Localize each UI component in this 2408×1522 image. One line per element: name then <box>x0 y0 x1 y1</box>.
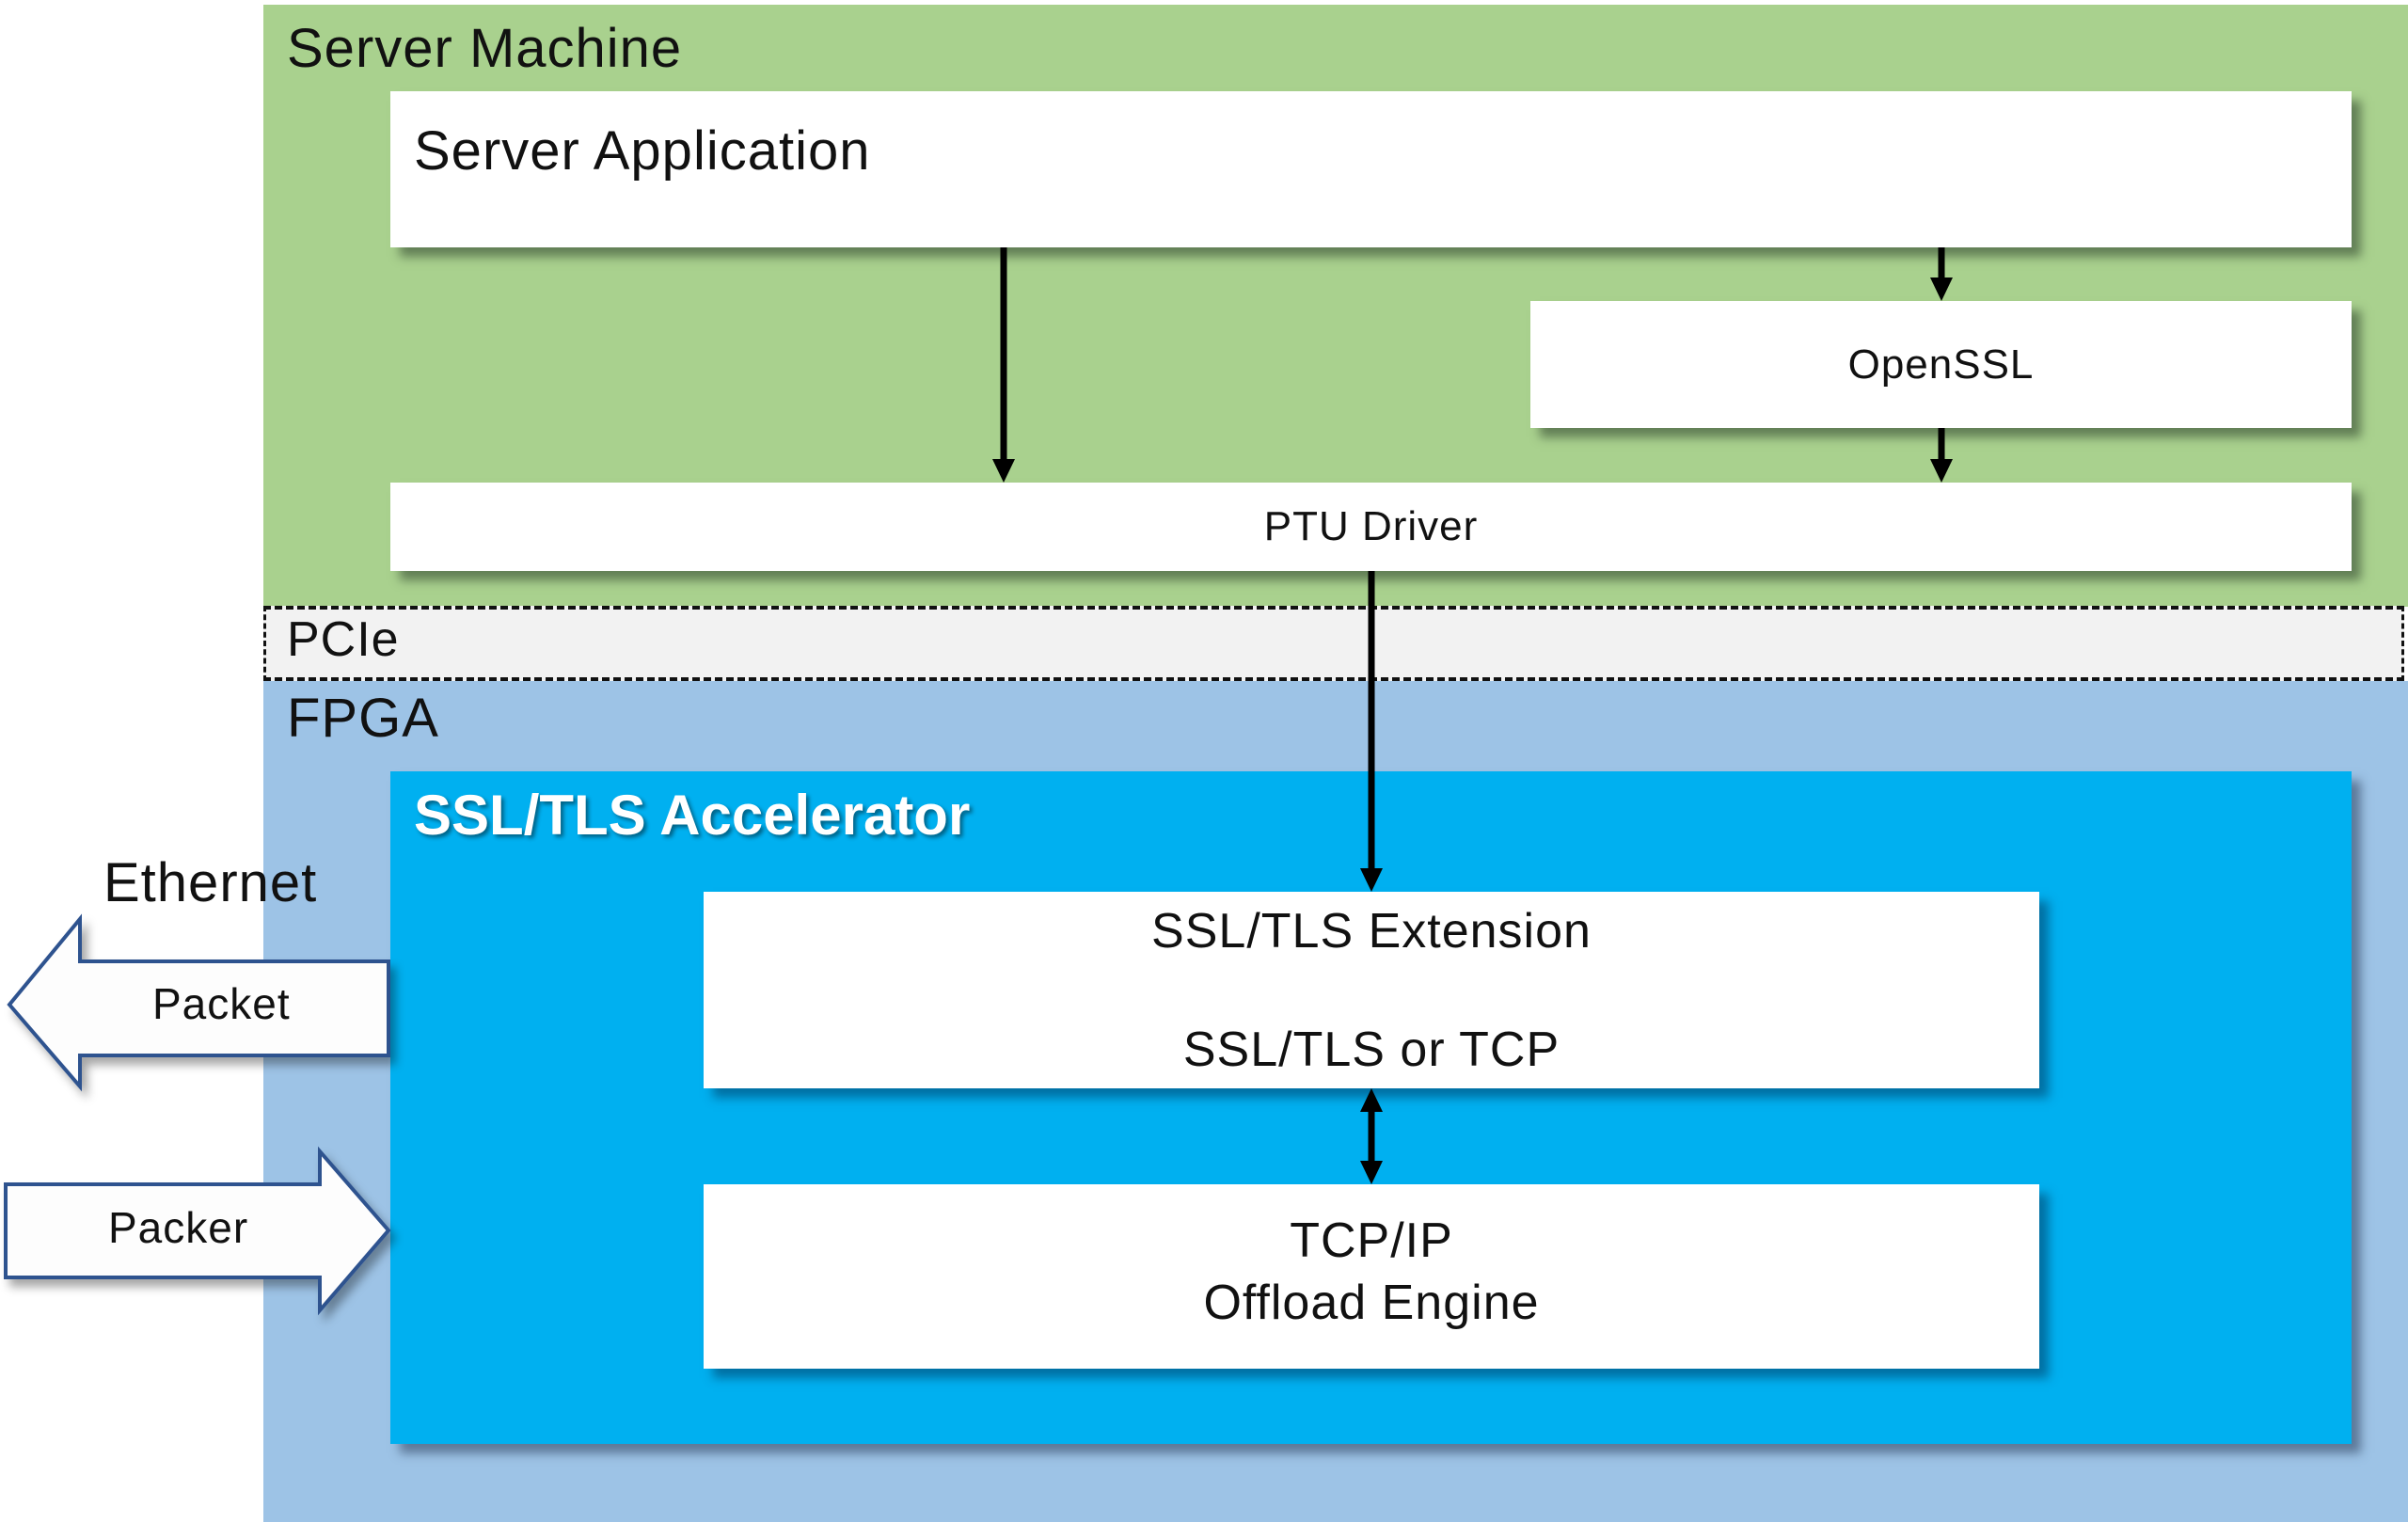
pcie-label: PCIe <box>287 612 400 667</box>
server-application-label: Server Application <box>414 120 871 182</box>
packet-outgoing-arrow <box>7 913 390 1092</box>
ethernet-label: Ethernet <box>103 852 318 913</box>
ptu-to-extension-arrow <box>1360 571 1383 892</box>
openssl-box: OpenSSL <box>1530 301 2352 428</box>
offload-engine-label: Offload Engine <box>1203 1276 1540 1330</box>
tcp-ip-label: TCP/IP <box>1290 1213 1453 1268</box>
ssl-tls-extension-label: SSL/TLS Extension <box>1151 904 1592 959</box>
openssl-label: OpenSSL <box>1847 341 2035 388</box>
server-application-box: Server Application <box>390 91 2352 247</box>
pcie-region <box>263 606 2404 681</box>
ptu-driver-box: PTU Driver <box>390 483 2352 571</box>
extension-toe-bidirectional-arrow <box>1360 1088 1383 1184</box>
packer-incoming-arrow <box>4 1146 391 1316</box>
packer-label: Packer <box>108 1203 249 1252</box>
app-to-ptu-arrow <box>992 247 1015 483</box>
ssl-tls-extension-box: SSL/TLS Extension SSL/TLS or TCP <box>704 892 2039 1088</box>
ptu-driver-label: PTU Driver <box>1263 503 1479 549</box>
ssl-tls-or-tcp-label: SSL/TLS or TCP <box>1182 1023 1560 1077</box>
tcp-ip-offload-engine-box: TCP/IP Offload Engine <box>704 1184 2039 1369</box>
ssl-tls-accelerator-title: SSL/TLS Accelerator <box>414 784 971 847</box>
packet-label: Packet <box>152 979 291 1028</box>
openssl-to-ptu-arrow <box>1930 428 1953 483</box>
app-to-openssl-arrow <box>1930 247 1953 301</box>
server-machine-label: Server Machine <box>287 18 683 79</box>
fpga-label: FPGA <box>287 688 439 749</box>
